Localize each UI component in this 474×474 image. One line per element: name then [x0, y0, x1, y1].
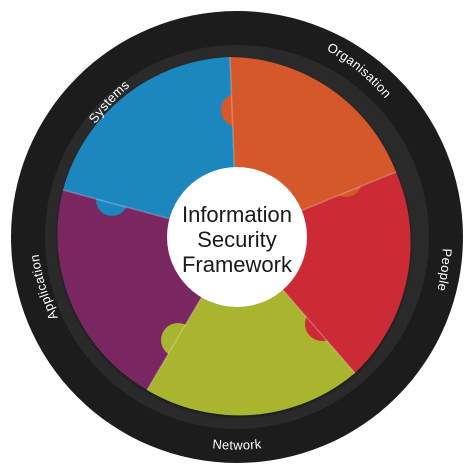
center-line-3: Framework	[182, 252, 293, 277]
tab-application-systems	[96, 184, 128, 216]
tab-people-network	[305, 307, 339, 341]
tab-organisation-people	[330, 165, 362, 197]
center-circle	[167, 167, 307, 307]
center-line-2: Security	[197, 227, 276, 252]
ring-label-network: Network	[212, 436, 263, 452]
center-title: Information Security Framework	[182, 202, 293, 277]
tab-network-application	[161, 323, 195, 357]
center-line-1: Information	[182, 202, 292, 227]
tab-systems-organisation	[221, 93, 255, 127]
ring-label-people: People	[434, 248, 454, 293]
segment-network	[147, 237, 355, 416]
